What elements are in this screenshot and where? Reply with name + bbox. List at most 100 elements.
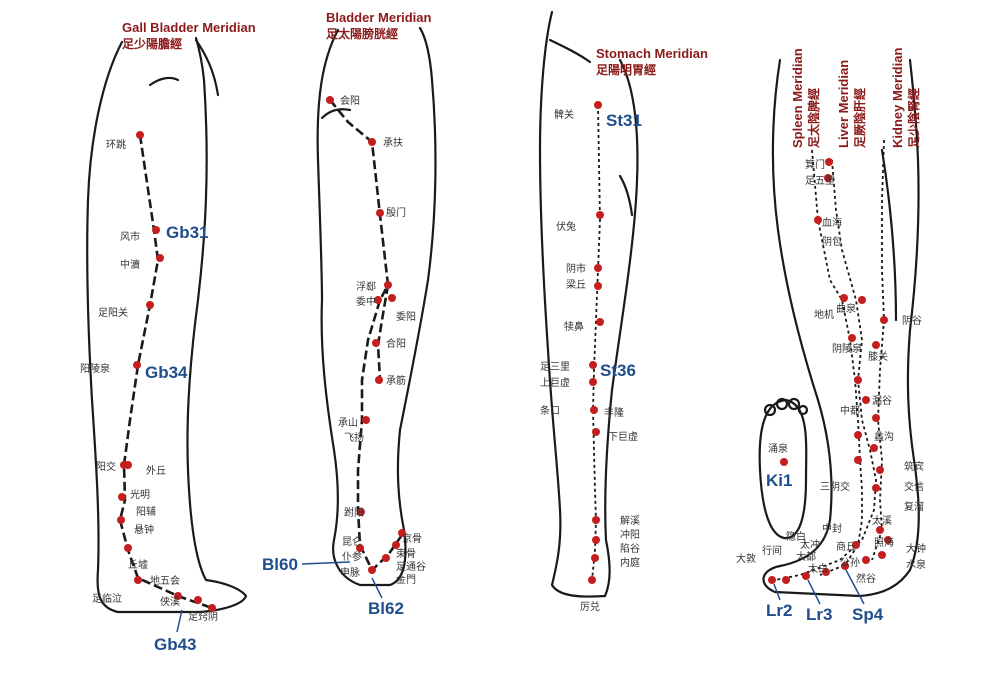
svg-text:京骨: 京骨 bbox=[402, 532, 422, 545]
liver-title-en: Liver Meridian bbox=[836, 60, 851, 148]
svg-text:太冲: 太冲 bbox=[800, 538, 820, 551]
svg-text:太白: 太白 bbox=[808, 562, 828, 575]
svg-text:丘墟: 丘墟 bbox=[128, 558, 148, 571]
sole-outline bbox=[760, 400, 807, 538]
svg-text:曲泉: 曲泉 bbox=[836, 302, 856, 315]
bladder-leg: Bladder Meridian 足太陽膀胱經 Bl60 Bl62 会阳 承扶 … bbox=[262, 10, 435, 618]
svg-text:陷谷: 陷谷 bbox=[620, 542, 640, 555]
svg-text:委阳: 委阳 bbox=[396, 310, 416, 323]
svg-text:三阴交: 三阴交 bbox=[820, 480, 850, 493]
point-code-gb31: Gb31 bbox=[166, 223, 209, 242]
svg-text:大都: 大都 bbox=[796, 550, 816, 563]
svg-text:大敦: 大敦 bbox=[736, 552, 756, 565]
spleen-title-en: Spleen Meridian bbox=[790, 48, 805, 148]
svg-text:公孙: 公孙 bbox=[840, 556, 860, 569]
svg-text:悬钟: 悬钟 bbox=[134, 523, 154, 536]
point-code-gb34: Gb34 bbox=[145, 363, 188, 382]
svg-text:承山: 承山 bbox=[338, 417, 358, 429]
svg-text:太溪: 太溪 bbox=[872, 514, 892, 527]
gallbladder-leg: Gall Bladder Meridian 足少陽膽經 Gb31 Gb34 Gb… bbox=[80, 20, 256, 654]
point-code-bl60: Bl60 bbox=[262, 555, 298, 574]
point-code-st31: St31 bbox=[606, 111, 642, 130]
svg-text:足三里: 足三里 bbox=[540, 361, 570, 373]
svg-text:交信: 交信 bbox=[904, 480, 924, 493]
svg-text:仆参: 仆参 bbox=[342, 550, 362, 563]
gallbladder-title-en: Gall Bladder Meridian bbox=[122, 20, 256, 35]
leg-outline bbox=[87, 38, 246, 612]
stomach-title-en: Stomach Meridian bbox=[596, 46, 708, 61]
svg-text:中封: 中封 bbox=[822, 522, 842, 535]
svg-text:束骨: 束骨 bbox=[396, 548, 416, 560]
svg-text:行间: 行间 bbox=[762, 544, 782, 557]
svg-text:水泉: 水泉 bbox=[906, 558, 926, 571]
svg-text:梁丘: 梁丘 bbox=[566, 278, 586, 291]
svg-text:箕门: 箕门 bbox=[805, 158, 825, 171]
point-code-bl62: Bl62 bbox=[368, 599, 404, 618]
svg-text:昆仑: 昆仑 bbox=[342, 535, 362, 548]
svg-text:环跳: 环跳 bbox=[106, 138, 126, 151]
leg-outline bbox=[540, 12, 637, 597]
svg-text:筑宾: 筑宾 bbox=[904, 460, 924, 473]
svg-text:地机: 地机 bbox=[814, 308, 834, 321]
svg-text:条口: 条口 bbox=[540, 404, 560, 417]
kidney-meridian-line bbox=[872, 140, 884, 560]
stomach-title-zh: 足陽明胃經 bbox=[596, 62, 656, 77]
point-code-st36: St36 bbox=[600, 361, 636, 380]
bladder-point-labels: 会阳 承扶 殷门 浮郄 委中 委阳 合阳 承筋 承山 飞扬 跗阳 昆仑 仆参 申… bbox=[338, 94, 426, 586]
svg-text:侠溪: 侠溪 bbox=[160, 595, 180, 608]
svg-text:足五里: 足五里 bbox=[805, 175, 835, 187]
svg-text:照海: 照海 bbox=[874, 536, 894, 549]
svg-text:大钟: 大钟 bbox=[906, 542, 926, 555]
svg-text:髀关: 髀关 bbox=[554, 108, 574, 121]
svg-text:承筋: 承筋 bbox=[386, 374, 406, 387]
svg-text:商丘: 商丘 bbox=[836, 540, 856, 553]
svg-text:阴谷: 阴谷 bbox=[902, 315, 922, 327]
kidney-title-en: Kidney Meridian bbox=[890, 48, 905, 148]
stomach-meridian-line bbox=[592, 105, 600, 580]
svg-text:厉兑: 厉兑 bbox=[580, 600, 600, 613]
svg-text:解溪: 解溪 bbox=[620, 514, 640, 527]
svg-text:金門: 金門 bbox=[396, 573, 416, 586]
gallbladder-title-zh: 足少陽膽經 bbox=[122, 36, 182, 51]
svg-text:承扶: 承扶 bbox=[383, 136, 403, 149]
spleen-title-zh: 足太陰脾經 bbox=[806, 88, 821, 148]
svg-text:飞扬: 飞扬 bbox=[344, 431, 364, 444]
svg-text:跗阳: 跗阳 bbox=[344, 506, 364, 519]
svg-text:下巨虚: 下巨虚 bbox=[608, 431, 638, 443]
svg-text:委中: 委中 bbox=[356, 295, 376, 308]
svg-text:涌泉: 涌泉 bbox=[768, 442, 788, 455]
svg-text:中瀆: 中瀆 bbox=[120, 258, 140, 271]
svg-text:足通谷: 足通谷 bbox=[396, 561, 426, 573]
svg-text:殷门: 殷门 bbox=[386, 206, 406, 219]
svg-text:申脉: 申脉 bbox=[340, 566, 360, 579]
svg-text:上巨虚: 上巨虚 bbox=[540, 377, 570, 389]
medial-leg: Spleen Meridian 足太陰脾經 Liver Meridian 足厥陰… bbox=[736, 48, 926, 624]
svg-text:丰隆: 丰隆 bbox=[604, 406, 624, 419]
svg-text:伏兔: 伏兔 bbox=[556, 220, 576, 233]
kidney-title-zh: 足少陰腎經 bbox=[906, 88, 921, 148]
svg-text:阴包: 阴包 bbox=[822, 235, 842, 248]
svg-text:内庭: 内庭 bbox=[620, 556, 640, 569]
svg-text:然谷: 然谷 bbox=[856, 572, 876, 585]
point-code-ki1: Ki1 bbox=[766, 471, 792, 490]
svg-text:膝关: 膝关 bbox=[868, 350, 888, 363]
svg-text:阳交: 阳交 bbox=[96, 460, 116, 473]
svg-text:蠡沟: 蠡沟 bbox=[874, 430, 894, 443]
leg-outline bbox=[318, 28, 436, 585]
stomach-points bbox=[588, 101, 604, 584]
svg-text:中都: 中都 bbox=[840, 404, 860, 417]
svg-text:合阳: 合阳 bbox=[386, 337, 406, 350]
svg-text:复溜: 复溜 bbox=[904, 500, 924, 513]
point-code-gb43: Gb43 bbox=[154, 635, 197, 654]
svg-text:漏谷: 漏谷 bbox=[872, 395, 892, 407]
stomach-leg: Stomach Meridian 足陽明胃經 St31 St36 髀关 伏兔 阴… bbox=[540, 12, 708, 613]
svg-text:风市: 风市 bbox=[120, 230, 140, 243]
svg-text:血海: 血海 bbox=[822, 216, 842, 229]
point-code-sp4: Sp4 bbox=[852, 605, 884, 624]
bladder-title-en: Bladder Meridian bbox=[326, 10, 432, 25]
medial-point-labels: 箕门 足五里 血海 阴包 曲泉 阴谷 阴陵泉 膝关 地机 中都 漏谷 蠡沟 三阴… bbox=[736, 158, 926, 585]
liver-title-zh: 足厥陰肝經 bbox=[852, 88, 867, 148]
bladder-title-zh: 足太陽膀胱經 bbox=[326, 26, 398, 41]
